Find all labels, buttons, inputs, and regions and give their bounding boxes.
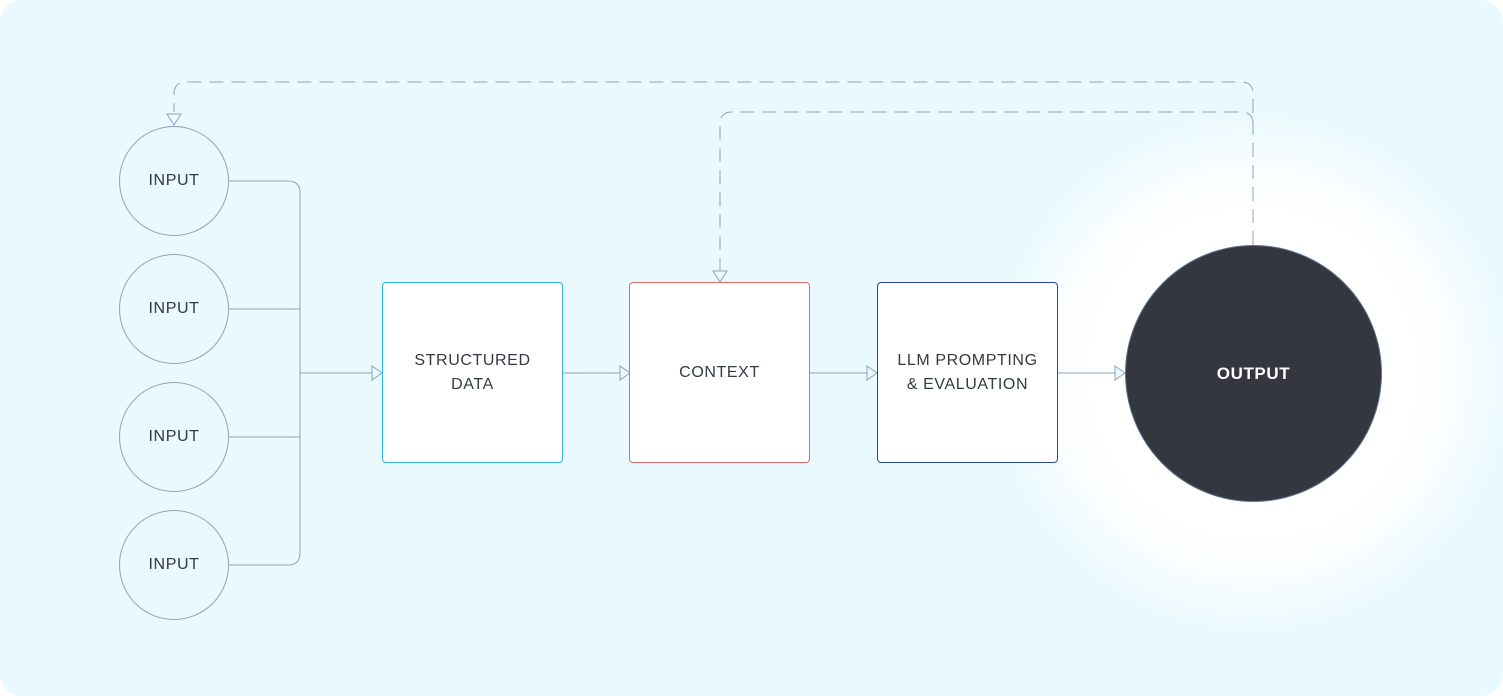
llm-prompting-box: LLM PROMPTING & EVALUATION <box>877 282 1058 463</box>
arrow-output-icon <box>1114 365 1126 381</box>
input-node-label: INPUT <box>148 428 200 445</box>
structured-data-box: STRUCTURED DATA <box>382 282 563 463</box>
input-node-3: INPUT <box>119 382 229 492</box>
output-node: OUTPUT <box>1125 245 1382 502</box>
input-node-1: INPUT <box>119 126 229 236</box>
arrow-structured-icon <box>371 365 383 381</box>
arrow-input-feedback-icon <box>166 113 182 126</box>
feedback-to-context-line <box>719 111 1254 270</box>
context-box: CONTEXT <box>629 282 810 463</box>
structured-data-label: STRUCTURED DATA <box>414 351 531 393</box>
input-node-2: INPUT <box>119 254 229 364</box>
input-node-label: INPUT <box>148 556 200 573</box>
input-node-label: INPUT <box>148 300 200 317</box>
arrow-llm-icon <box>866 365 878 381</box>
arrow-context-feedback-icon <box>712 270 728 283</box>
arrow-context-icon <box>619 365 631 381</box>
output-label: OUTPUT <box>1216 363 1291 383</box>
input-node-4: INPUT <box>119 510 229 620</box>
context-label: CONTEXT <box>679 363 760 381</box>
input-node-label: INPUT <box>148 172 200 189</box>
feedback-to-input-line <box>173 81 1254 245</box>
llm-prompting-label: LLM PROMPTING & EVALUATION <box>897 351 1038 393</box>
input-1-connector <box>229 180 301 566</box>
